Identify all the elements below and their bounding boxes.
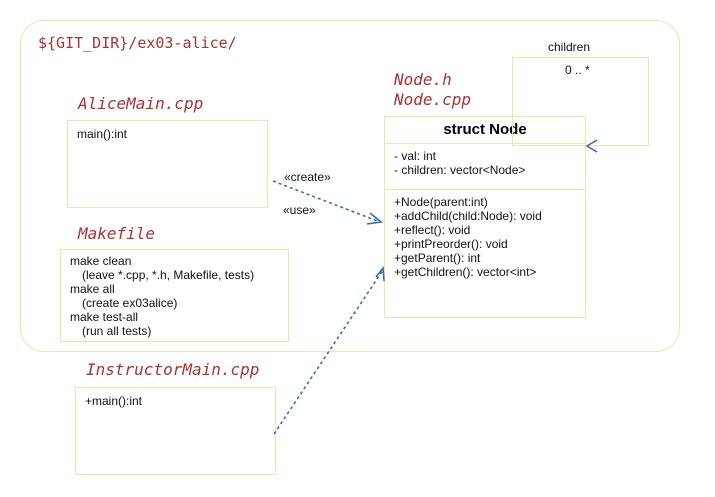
self-assoc-role: children — [548, 40, 591, 54]
instructor-main-box: +main():int — [75, 387, 276, 475]
node-class-box: struct Node - val: int - children: vecto… — [384, 116, 586, 318]
makefile-line: make clean — [70, 254, 132, 268]
alice-main-title: AliceMain.cpp — [78, 94, 204, 113]
node-method: +printPreorder(): void — [394, 237, 508, 251]
instructor-use-arrow — [273, 269, 384, 435]
alice-create-arrowhead — [366, 212, 383, 225]
instructor-main-op: +main():int — [85, 394, 143, 408]
makefile-title: Makefile — [78, 224, 156, 243]
makefile-box: make clean (leave *.cpp, *.h, Makefile, … — [60, 249, 289, 342]
node-method: +getChildren(): vector<int> — [394, 265, 537, 279]
package-title: ${GIT_DIR}/ex03-alice/ — [38, 34, 237, 52]
node-method: +reflect(): void — [394, 223, 471, 237]
node-method: +addChild(child:Node): void — [394, 209, 542, 223]
self-assoc-arrowhead — [585, 139, 598, 153]
instructor-main-title: InstructorMain.cpp — [86, 360, 260, 379]
makefile-line: (leave *.cpp, *.h, Makefile, tests) — [82, 268, 255, 282]
node-method: +getParent(): int — [394, 251, 481, 265]
alice-main-box: main():int — [67, 120, 268, 208]
self-assoc-multiplicity: 0 .. * — [565, 63, 590, 77]
use-label: «use» — [283, 203, 316, 217]
node-class-methods: +Node(parent:int) +addChild(child:Node):… — [385, 190, 585, 284]
create-label: «create» — [284, 170, 331, 184]
makefile-line: (run all tests) — [82, 324, 152, 338]
makefile-line: make test-all — [70, 310, 139, 324]
node-field: - val: int — [394, 149, 437, 163]
node-method: +Node(parent:int) — [394, 195, 488, 209]
node-header-file-title: Node.h — [394, 70, 452, 89]
makefile-line: (create ex03alice) — [82, 296, 178, 310]
node-class-name: struct Node — [385, 117, 585, 144]
node-field: - children: vector<Node> — [394, 163, 526, 177]
node-class-fields: - val: int - children: vector<Node> — [385, 144, 585, 190]
alice-create-arrow — [272, 180, 381, 223]
instructor-use-arrowhead — [375, 265, 385, 282]
makefile-line: make all — [70, 282, 115, 296]
package-frame — [20, 20, 680, 352]
self-assoc-frame — [512, 57, 649, 146]
alice-main-op: main():int — [77, 127, 128, 141]
node-source-file-title: Node.cpp — [394, 90, 472, 109]
